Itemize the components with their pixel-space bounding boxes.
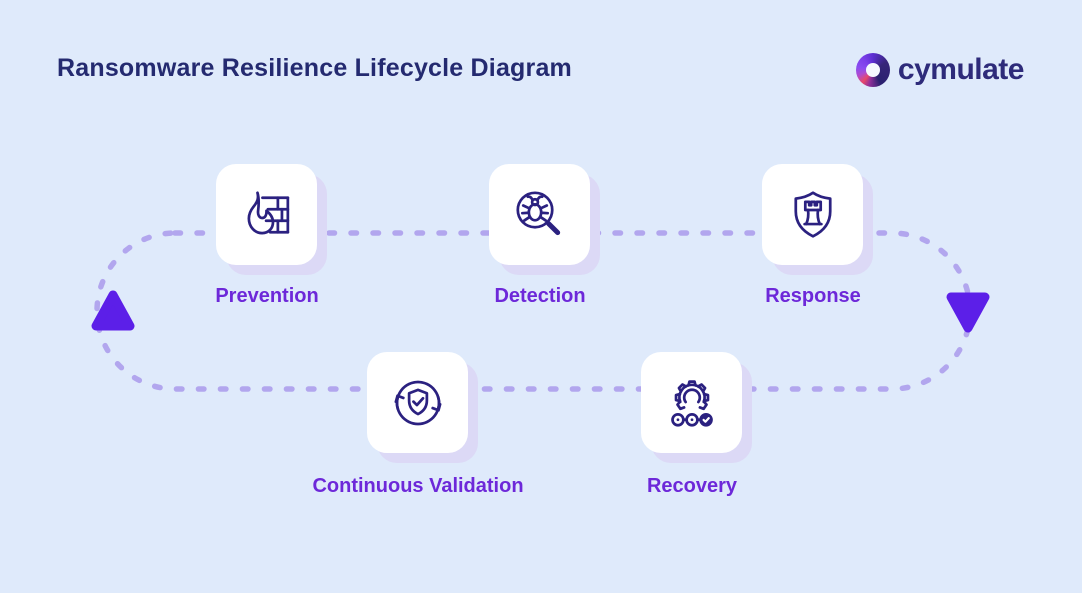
dashed-loop-path: [94, 230, 973, 392]
stage-card-detection: [489, 164, 590, 265]
stage-label-prevention: Prevention: [215, 285, 319, 307]
stage-card-recovery: [641, 352, 742, 453]
bug-search-icon: [515, 190, 560, 235]
shield-refresh-icon: [394, 380, 441, 425]
gear-restore-icon: [670, 379, 713, 427]
stage-label-recovery: Recovery: [646, 475, 738, 497]
right-down-arrow: [946, 292, 990, 333]
cymulate-ring-icon: [855, 53, 890, 87]
stage-card-response: [762, 164, 863, 265]
stage-label-continuous-validation: Continuous Validation: [312, 475, 524, 497]
firewall-icon: [247, 190, 289, 234]
stage-label-response: Response: [765, 285, 861, 307]
left-up-arrow: [91, 290, 135, 331]
brand-logo: cymulate: [855, 53, 1025, 87]
brand-name: cymulate: [897, 53, 1025, 86]
stage-card-prevention: [216, 164, 317, 265]
shield-rook-icon: [793, 190, 832, 238]
stage-label-detection: Detection: [494, 285, 586, 307]
page-title: Ransomware Resilience Lifecycle Diagram: [57, 54, 572, 82]
stage-card-continuous-validation: [367, 352, 468, 453]
